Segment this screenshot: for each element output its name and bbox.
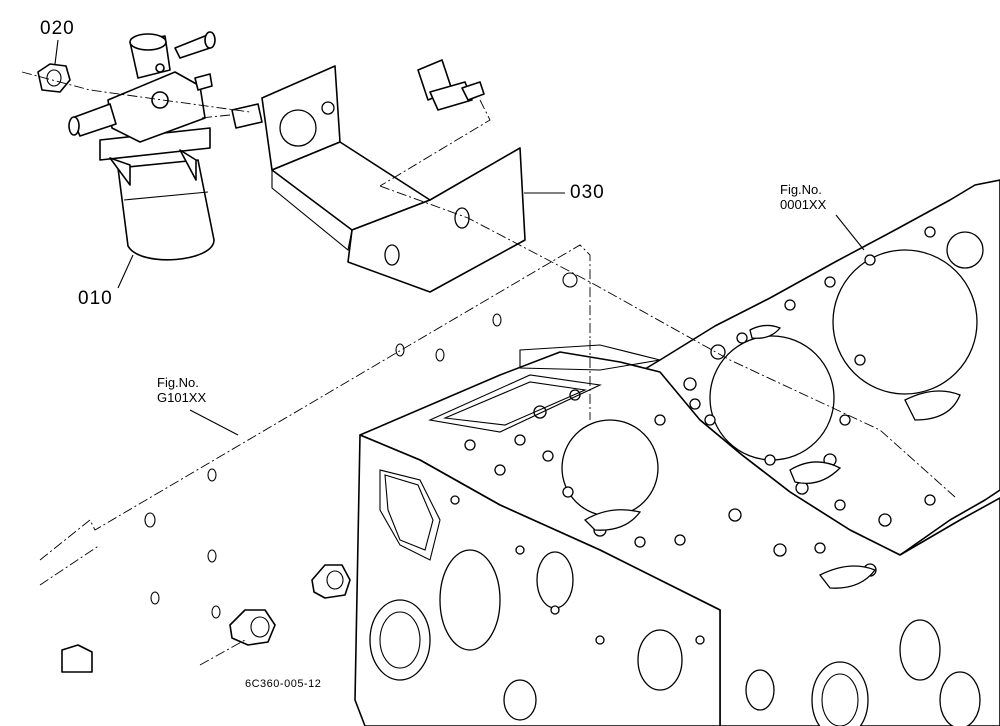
figure-ref-gasket-line2: 0001XX [780, 197, 827, 212]
cylinder-block [354, 344, 1000, 726]
front-plate [39, 244, 591, 673]
leader-lines [54, 39, 865, 436]
callout-030: 030 [570, 182, 605, 203]
head-gasket [589, 179, 1000, 556]
drawing-code: 6C360-005-12 [245, 678, 322, 690]
callout-010: 010 [78, 288, 113, 309]
hex-nuts [199, 564, 351, 666]
fuel-filter [68, 31, 216, 261]
figure-ref-block: Fig.No. G101XX [157, 375, 206, 405]
figure-ref-gasket-line1: Fig.No. [780, 182, 822, 197]
mounting-bracket [261, 65, 526, 293]
alignment-lines [21, 71, 956, 498]
figure-ref-gasket: Fig.No. 0001XX [780, 182, 826, 212]
figure-ref-block-line2: G101XX [157, 390, 207, 405]
copper-washer [37, 63, 71, 93]
figure-ref-block-line1: Fig.No. [157, 375, 199, 390]
hose-fitting [231, 59, 485, 129]
callout-020: 020 [40, 18, 75, 39]
